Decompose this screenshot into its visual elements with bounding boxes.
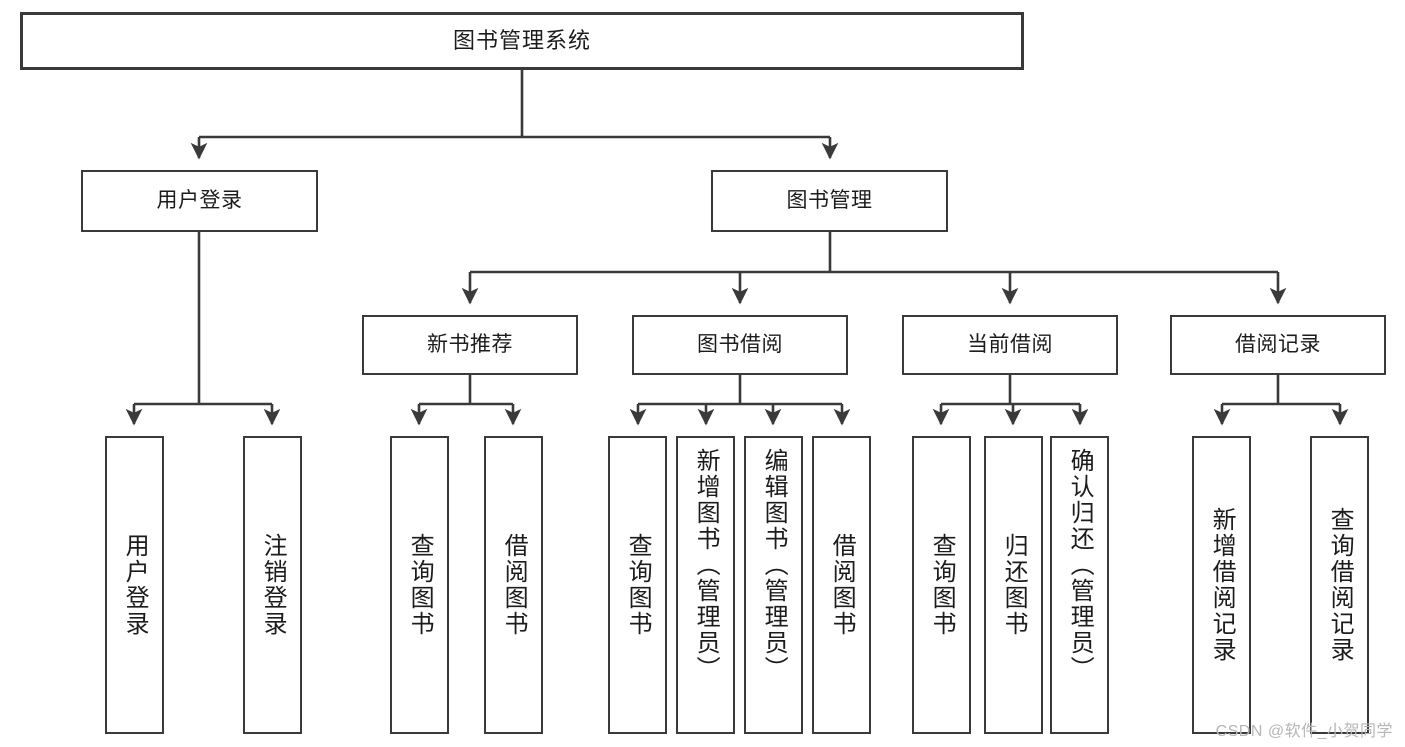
node-label: 借阅记录 — [1235, 332, 1321, 356]
leaf-borrow-record-add-record[interactable]: 新增借阅记录 — [1192, 436, 1251, 734]
node-label: 归还图书 — [1000, 533, 1028, 637]
node-new-book-recommend[interactable]: 新书推荐 — [362, 315, 578, 375]
node-label: 当前借阅 — [967, 332, 1053, 356]
csdn-watermark: CSDN @软件_小贺同学 — [1215, 723, 1393, 740]
node-label: 图书借阅 — [697, 332, 783, 356]
node-label: 确认归还（管理员） — [1066, 448, 1094, 682]
leaf-current-borrow-confirm-return-admin[interactable]: 确认归还（管理员） — [1050, 436, 1109, 734]
node-label: 借阅图书 — [500, 533, 528, 637]
node-label: 新增借阅记录 — [1208, 507, 1236, 663]
leaf-borrow-record-query-record[interactable]: 查询借阅记录 — [1310, 436, 1369, 734]
leaf-user-login-logout[interactable]: 注销登录 — [243, 436, 302, 734]
leaf-user-login-login[interactable]: 用户登录 — [105, 436, 164, 734]
node-user-login[interactable]: 用户登录 — [81, 170, 318, 232]
node-label: 借阅图书 — [828, 533, 856, 637]
node-label: 新书推荐 — [427, 332, 513, 356]
leaf-current-borrow-return-book[interactable]: 归还图书 — [984, 436, 1043, 734]
leaf-new-book-query-book[interactable]: 查询图书 — [390, 436, 449, 734]
node-label: 查询图书 — [928, 533, 956, 637]
node-label: 查询图书 — [406, 533, 434, 637]
node-label: 注销登录 — [259, 533, 287, 637]
leaf-book-borrow-add-book-admin[interactable]: 新增图书（管理员） — [676, 436, 735, 734]
node-label: 图书管理 — [786, 188, 873, 212]
leaf-book-borrow-edit-book-admin[interactable]: 编辑图书（管理员） — [744, 436, 803, 734]
node-book-borrow[interactable]: 图书借阅 — [632, 315, 848, 375]
node-borrow-record[interactable]: 借阅记录 — [1170, 315, 1386, 375]
node-label: 图书管理系统 — [452, 28, 591, 54]
node-label: 查询图书 — [624, 533, 652, 637]
node-book-management[interactable]: 图书管理 — [711, 170, 948, 232]
node-label: 用户登录 — [156, 188, 243, 212]
leaf-book-borrow-query-book[interactable]: 查询图书 — [608, 436, 667, 734]
node-current-borrow[interactable]: 当前借阅 — [902, 315, 1118, 375]
node-label: 用户登录 — [121, 533, 149, 637]
leaf-current-borrow-query-book[interactable]: 查询图书 — [912, 436, 971, 734]
node-label: 查询借阅记录 — [1326, 507, 1354, 663]
node-root-book-management-system[interactable]: 图书管理系统 — [20, 12, 1024, 70]
node-label: 编辑图书（管理员） — [760, 448, 788, 682]
leaf-book-borrow-borrow-book[interactable]: 借阅图书 — [812, 436, 871, 734]
leaf-new-book-borrow-book[interactable]: 借阅图书 — [484, 436, 543, 734]
node-label: 新增图书（管理员） — [692, 448, 720, 682]
